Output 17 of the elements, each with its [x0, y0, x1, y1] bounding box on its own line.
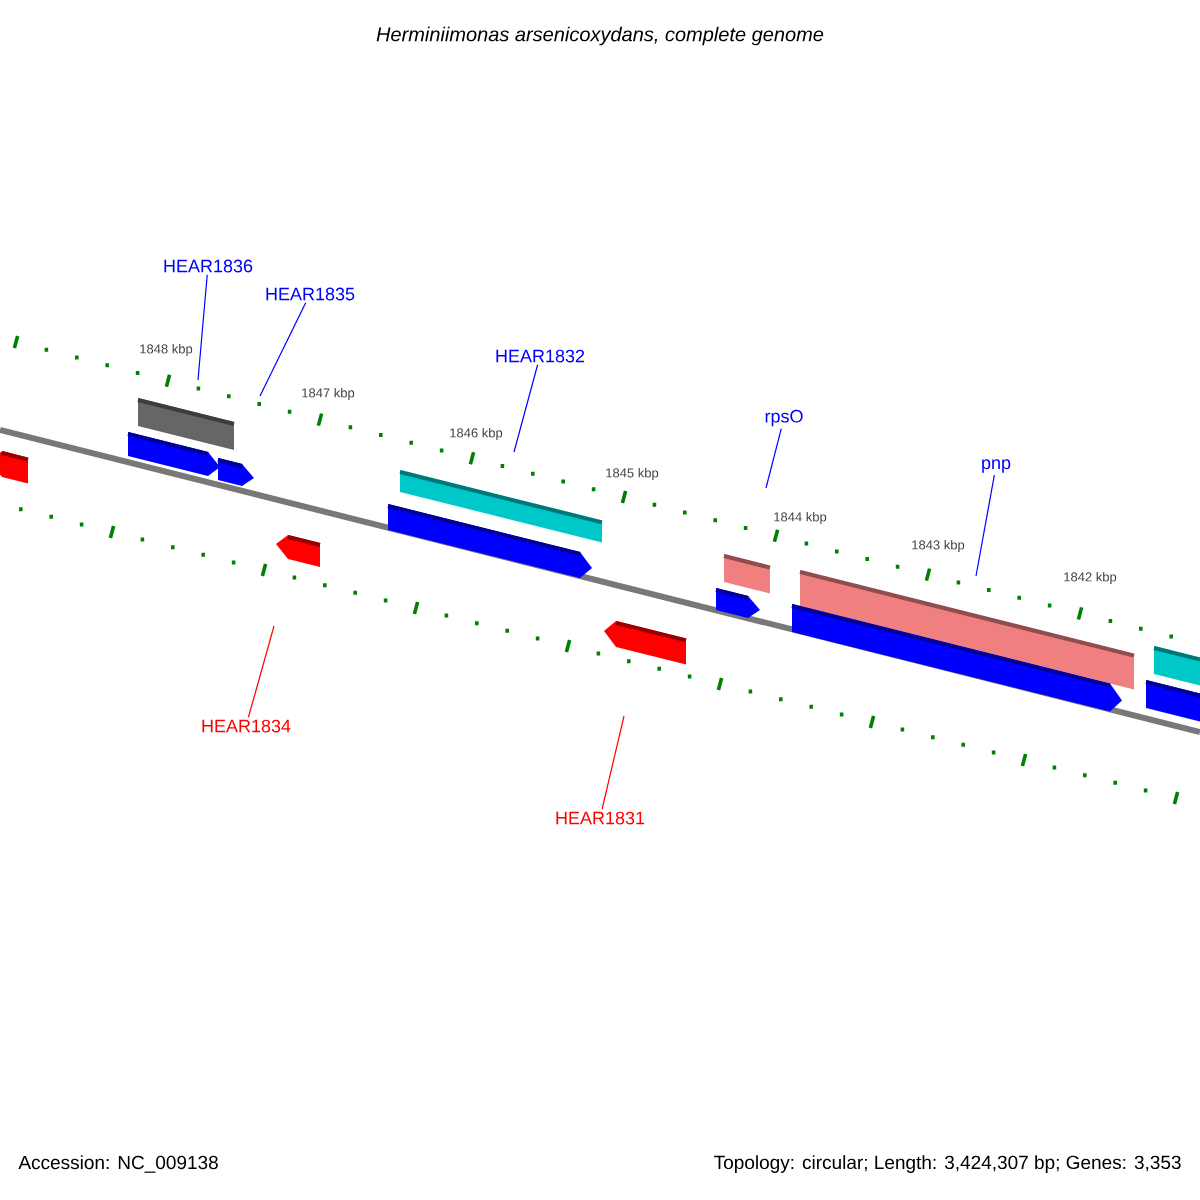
leader-line — [247, 625, 275, 718]
leader-line — [197, 274, 208, 381]
gene-name: HEAR1835 — [266, 287, 355, 301]
accession-text: Accession: NC_009138 — [18, 1155, 218, 1173]
gene-name: HEAR1832 — [496, 349, 585, 363]
gene-name: rpsO — [765, 409, 803, 427]
leader-line — [975, 474, 995, 577]
leader-line — [601, 715, 625, 810]
gene-name: pnp — [982, 459, 1011, 473]
title: Herminiimonas arsenicoxydans, complete genome — [376, 26, 824, 46]
leader-line — [513, 364, 539, 453]
gene-name: HEAR1836 — [164, 259, 253, 273]
leader-line — [259, 302, 307, 397]
gene-name: HEAR1834 — [202, 719, 291, 733]
gene-name: HEAR1831 — [556, 811, 645, 825]
genome-info-text: Topology: circular; Length: 3,424,307 bp; Genes: 3,353 — [714, 1155, 1181, 1173]
leader-line — [765, 427, 782, 489]
